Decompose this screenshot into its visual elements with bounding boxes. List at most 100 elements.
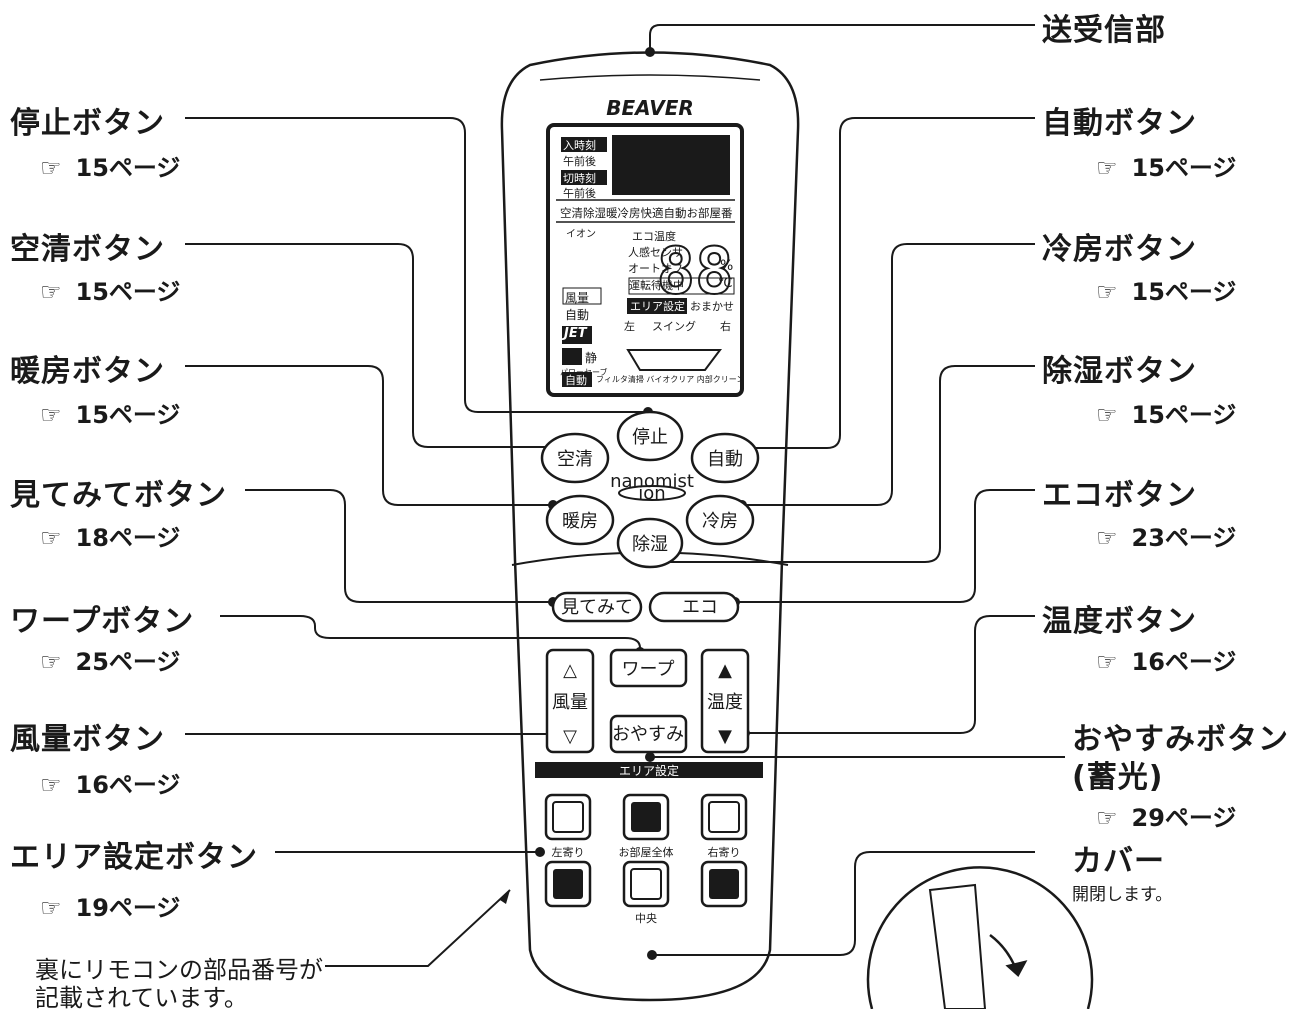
sleep-callout-note: (蓄光) <box>1072 760 1164 795</box>
fan-callout-title: 風量ボタン <box>10 722 165 757</box>
area-callout-title: エリア設定ボタン <box>10 840 258 875</box>
heat-page-ref: 15ページ <box>75 401 181 429</box>
heat-callout-page: ☞ 15ページ <box>40 395 180 430</box>
lcd-left: 左 <box>624 320 635 333</box>
look-callout-page: ☞ 18ページ <box>40 518 180 553</box>
page-ref-icon: ☞ <box>40 648 62 676</box>
fan-button-label: 風量 <box>552 692 588 713</box>
page-ref-icon: ☞ <box>1096 524 1118 552</box>
lcd-auto-off: オートオフ <box>628 262 683 275</box>
sleep-page-ref: 29ページ <box>1131 804 1237 832</box>
temp-callout-page: ☞16ページ <box>1096 642 1236 677</box>
dehumidify-button-label: 除湿 <box>632 534 668 555</box>
page-ref-icon: ☞ <box>1096 648 1118 676</box>
auto-callout-title: 自動ボタン <box>1042 106 1197 141</box>
page-ref-icon: ☞ <box>1096 278 1118 306</box>
lcd-omakase: おまかせ <box>690 300 734 313</box>
air-clean-callout-title: 空清ボタン <box>10 232 165 267</box>
lcd-sensor: 人感センサ <box>628 246 683 259</box>
air-clean-callout-page: ☞ 15ページ <box>40 272 180 307</box>
auto-button-label: 自動 <box>707 449 743 470</box>
transmitter-callout-title: 送受信部 <box>1042 13 1166 48</box>
temp-down-arrow: ▼ <box>718 726 732 747</box>
page-ref-icon: ☞ <box>40 524 62 552</box>
temp-up-arrow: ▲ <box>718 660 732 681</box>
remote-button-labels: 停止 空清 自動 nanomist ion 暖房 冷房 除湿 見てみて エコ ワ… <box>552 427 743 747</box>
lcd-celsius: ℃ <box>718 276 733 291</box>
sleep-callout-page: ☞ 29ページ <box>1096 798 1236 833</box>
stop-callout-title: 停止ボタン <box>10 106 165 141</box>
area-right-label: 右寄り <box>708 845 741 859</box>
dehumidify-callout-page: ☞15ページ <box>1096 395 1236 430</box>
lcd-area-set: エリア設定 <box>630 300 685 313</box>
fan-callout-page: ☞16ページ <box>40 765 180 800</box>
area-center-label: 中央 <box>635 912 657 925</box>
warp-callout-page: ☞ 25ページ <box>40 642 180 677</box>
warp-page-ref: 25ページ <box>75 648 181 676</box>
look-callout-title: 見てみてボタン <box>10 478 227 513</box>
lcd-in-time: 入時刻 <box>563 139 596 152</box>
cover-illustration <box>866 866 1094 1009</box>
lcd-eco-temp: エコ温度 <box>632 230 676 243</box>
cover-callout-note: 開閉します。 <box>1072 885 1173 905</box>
heat-callout-title: 暖房ボタン <box>10 354 165 389</box>
lcd-percent: % <box>720 258 734 274</box>
leader-lines <box>185 24 1065 967</box>
stop-button-label: 停止 <box>632 427 668 448</box>
dehumidify-callout-title: 除湿ボタン <box>1042 354 1197 389</box>
eco-page-ref: 23ページ <box>1131 524 1237 552</box>
brand-logo: BEAVER <box>606 96 694 120</box>
lcd-jet: JET <box>564 326 587 341</box>
temp-callout-title: 温度ボタン <box>1042 604 1197 639</box>
eco-callout-page: ☞ 23ページ <box>1096 518 1236 553</box>
page-ref-icon: ☞ <box>40 154 62 182</box>
sleep-callout-title: おやすみボタン <box>1072 722 1289 757</box>
lcd-ampm-1: 午前後 <box>563 155 596 168</box>
eco-callout-title: エコボタン <box>1042 478 1197 513</box>
cool-page-ref: 15ページ <box>1131 278 1237 306</box>
area-page-ref: 19ページ <box>75 894 181 922</box>
warp-button-label: ワープ <box>622 659 675 680</box>
lcd-bottom-row: フィルタ清掃 バイオクリア 内部クリーン <box>596 375 745 384</box>
temp-button-label: 温度 <box>707 692 743 713</box>
air-clean-button-label: 空清 <box>557 449 593 470</box>
area-callout-page: ☞19ページ <box>40 888 180 923</box>
cool-callout-page: ☞ 15ページ <box>1096 272 1236 307</box>
eco-button-label: エコ <box>682 597 718 618</box>
back-note-line2: 記載されています。 <box>35 984 248 1012</box>
air-clean-page-ref: 15ページ <box>75 278 181 306</box>
lcd-ampm-2: 午前後 <box>563 187 596 200</box>
area-left-label: 左寄り <box>552 845 585 859</box>
lcd-fan: 風量 <box>565 291 590 305</box>
page-ref-icon: ☞ <box>1096 804 1118 832</box>
lcd-digits: 88 <box>656 235 733 309</box>
lcd-swing: スイング <box>652 320 696 333</box>
warp-callout-title: ワープボタン <box>10 604 195 639</box>
lcd-standby: 運転待機中 <box>629 279 684 292</box>
nanomist-label: nanomist <box>610 471 694 492</box>
auto-page-ref: 15ページ <box>1131 154 1237 182</box>
lcd-mode-row: 空清除湿暖冷房快適自動お部屋番 <box>560 206 733 220</box>
back-note-line1: 裏にリモコンの部品番号が <box>35 956 323 984</box>
page-ref-icon: ☞ <box>1096 154 1118 182</box>
round-buttons <box>540 410 760 754</box>
cover-callout-title: カバー <box>1072 844 1165 879</box>
cool-callout-title: 冷房ボタン <box>1042 232 1197 267</box>
page-ref-icon: ☞ <box>40 771 62 799</box>
page-ref-icon: ☞ <box>1096 401 1118 429</box>
fan-down-arrow: ▽ <box>563 726 577 747</box>
lcd-off-time: 切時刻 <box>563 172 596 185</box>
look-button-label: 見てみて <box>561 597 633 618</box>
lcd-ion: イオン <box>566 229 596 240</box>
area-panel: エリア設定 左寄り お部屋全体 右寄り 中央 <box>535 762 763 925</box>
lcd-quiet: 静 <box>585 351 598 365</box>
stop-callout-page: ☞15ページ <box>40 148 180 183</box>
page-ref-icon: ☞ <box>40 401 62 429</box>
cool-button-label: 冷房 <box>702 511 738 532</box>
look-page-ref: 18ページ <box>75 524 181 552</box>
auto-callout-page: ☞ 15ページ <box>1096 148 1236 183</box>
lcd-bottom-auto: 自動 <box>565 374 587 387</box>
page-ref-icon: ☞ <box>40 278 62 306</box>
sleep-button-label: おやすみ <box>612 724 684 745</box>
